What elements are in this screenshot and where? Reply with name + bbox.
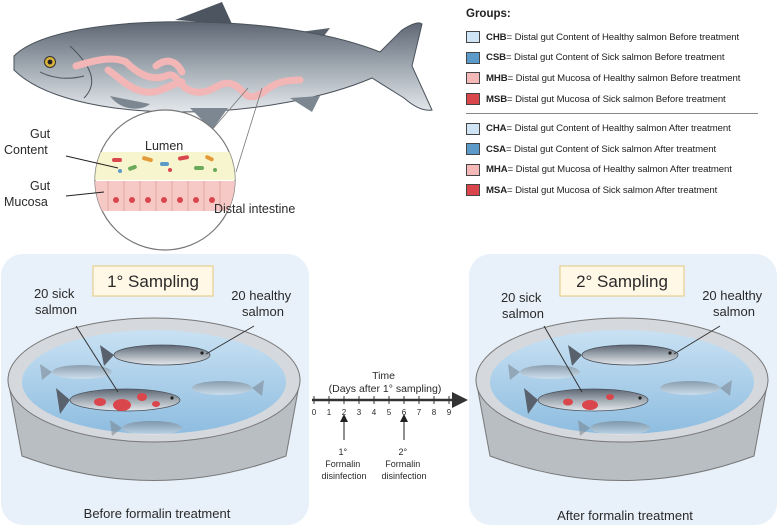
microbiota xyxy=(112,155,217,173)
gut-illustration xyxy=(72,55,304,101)
legend-text: = Distal gut Mucosa of Healthy salmon Af… xyxy=(507,164,732,176)
legend-code: CHB xyxy=(486,31,507,43)
legend-item-msa: MSA = Distal gut Mucosa of Sick salmon A… xyxy=(466,180,766,201)
legend-item-csa: CSA = Distal gut Content of Sick salmon … xyxy=(466,139,766,160)
salmon-illustration xyxy=(13,2,433,173)
fish-background-group xyxy=(40,364,264,436)
legend-item-csb: CSB = Distal gut Content of Sick salmon … xyxy=(466,48,766,69)
timeline-tick-label: 1 xyxy=(327,408,332,417)
healthy-salmon-fish xyxy=(568,344,679,366)
legend-after-list: CHA = Distal gut Content of Healthy salm… xyxy=(466,118,766,200)
legend-text: = Distal gut Mucosa of Healthy salmon Be… xyxy=(507,72,741,84)
timeline-tick-label: 2 xyxy=(342,408,347,417)
legend-text: = Distal gut Content of Sick salmon Befo… xyxy=(505,52,725,64)
gut-mucosa-label: Gut Mucosa xyxy=(4,179,54,209)
legend-swatch xyxy=(466,143,480,156)
sampling-2-caption: After formalin treatment xyxy=(557,508,693,523)
sampling-1-sick-label: 20 sick salmon xyxy=(34,286,78,317)
sampling-panel-1: 1° Sampling 20 sick xyxy=(1,254,309,525)
formalin-event-1: 1° Formalin disinfection xyxy=(321,447,366,481)
legend-text: = Distal gut Content of Healthy salmon B… xyxy=(506,31,740,43)
sampling-1-healthy-label: 20 healthy salmon xyxy=(231,288,295,319)
sampling-2-healthy-label: 20 healthy salmon xyxy=(702,288,766,319)
timeline-tick-label: 8 xyxy=(432,408,437,417)
sick-salmon-fish xyxy=(524,388,649,414)
fish-background-group xyxy=(508,364,732,436)
sampling-1-title: 1° Sampling xyxy=(107,272,199,291)
legend-swatch xyxy=(466,72,480,85)
legend-item-mhb: MHB= Distal gut Mucosa of Healthy salmon… xyxy=(466,68,766,89)
legend-item-chb: CHB = Distal gut Content of Healthy salm… xyxy=(466,27,766,48)
timeline-tick-label: 3 xyxy=(357,408,362,417)
legend-code: CSA xyxy=(486,143,506,155)
timeline-ticks: 0 1 2 3 4 5 6 7 8 9 xyxy=(312,396,452,417)
sick-salmon-fish xyxy=(56,388,181,414)
timeline-tick-label: 9 xyxy=(447,408,452,417)
legend-title: Groups: xyxy=(466,8,511,20)
timeline-tick-label: 6 xyxy=(402,408,407,417)
legend-code: MHB xyxy=(486,72,508,84)
sampling-2-sick-label: 20 sick salmon xyxy=(501,290,545,321)
legend-code: CHA xyxy=(486,123,507,135)
gut-content-label: Gut Content xyxy=(4,127,54,157)
legend-swatch xyxy=(466,51,480,64)
formalin-event-2: 2° Formalin disinfection xyxy=(381,447,426,481)
sampling-panel-2: 2° Sampling 20 sick xyxy=(469,254,777,525)
legend-swatch xyxy=(466,163,480,176)
legend-swatch xyxy=(466,122,480,135)
legend-item-msb: MSB = Distal gut Mucosa of Sick salmon B… xyxy=(466,89,766,110)
timeline-tick-label: 0 xyxy=(312,408,317,417)
legend-code: MSA xyxy=(486,184,508,196)
distal-intestine-label: Distal intestine xyxy=(214,202,295,216)
timeline-title: Time (Days after 1° sampling) xyxy=(329,370,442,395)
legend-code: MSB xyxy=(486,93,508,105)
timeline-tick-label: 7 xyxy=(417,408,422,417)
legend-code: MHA xyxy=(486,164,508,176)
legend-swatch xyxy=(466,184,480,197)
lumen-label: Lumen xyxy=(145,139,183,153)
timeline-tick-label: 5 xyxy=(387,408,392,417)
timeline: Time (Days after 1° sampling) 0 1 2 3 4 5 6 7 8 9… xyxy=(312,370,468,481)
timeline-tick-label: 4 xyxy=(372,408,377,417)
distal-intestine-magnifier xyxy=(65,109,236,251)
legend-divider xyxy=(466,113,758,115)
legend-before-list: CHB = Distal gut Content of Healthy salm… xyxy=(466,27,766,109)
legend-item-cha: CHA = Distal gut Content of Healthy salm… xyxy=(466,118,766,139)
legend-swatch xyxy=(466,93,480,106)
mucosa-cells xyxy=(107,181,221,211)
groups-legend: Groups: CHB = Distal gut Content of Heal… xyxy=(466,8,766,201)
sampling-1-title-box xyxy=(92,265,214,297)
sampling-1-caption: Before formalin treatment xyxy=(84,506,231,521)
legend-text: = Distal gut Content of Healthy salmon A… xyxy=(506,123,731,135)
timeline-arrowhead xyxy=(452,392,468,408)
sampling-2-title-box xyxy=(559,265,685,297)
legend-text: = Distal gut Content of Sick salmon Afte… xyxy=(505,143,717,155)
healthy-salmon-fish xyxy=(100,344,211,366)
legend-code: CSB xyxy=(486,52,506,64)
legend-item-mha: MHA = Distal gut Mucosa of Healthy salmo… xyxy=(466,160,766,181)
legend-swatch xyxy=(466,31,480,44)
legend-text: = Distal gut Mucosa of Sick salmon Befor… xyxy=(507,93,726,105)
sampling-2-title: 2° Sampling xyxy=(576,272,668,291)
legend-text: = Distal gut Mucosa of Sick salmon After… xyxy=(507,184,718,196)
